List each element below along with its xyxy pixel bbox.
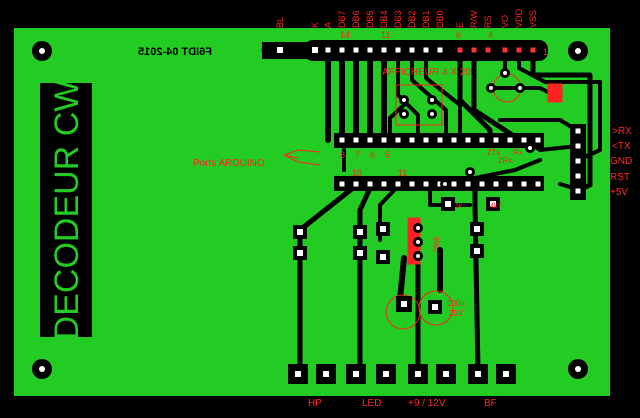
serial-label-gnd: GND: [610, 156, 633, 167]
board-title: DECODEUR CW: [48, 80, 86, 341]
cap-label-value: 100u: [447, 299, 465, 308]
lcd-pin-label: DB3: [393, 10, 403, 28]
serial-label-tx: <TX: [612, 141, 631, 152]
label-rx: Rx: [513, 148, 523, 157]
lcd-pin-label: DB5: [365, 10, 375, 28]
pin-label-4: 4: [488, 30, 493, 40]
bottom-label-hp: HP: [308, 398, 322, 409]
lcd-pin-label: VDD: [514, 8, 524, 28]
serial-pads: [574, 127, 582, 195]
lcd-pin-label: DB1: [421, 10, 431, 28]
label-1k: 1k: [455, 203, 463, 210]
header-pads: [337, 135, 543, 189]
lcd-pin-label: DB6: [351, 10, 361, 28]
regulator-label: 7805: [434, 236, 441, 252]
label-4k7: 4k7: [490, 203, 501, 210]
lcd-pin-label: DB7: [337, 10, 347, 28]
serial-label-rst: RST: [610, 172, 630, 183]
display-label: AFFICHEUR 4 X 20: [382, 67, 471, 78]
label-2tx: 2Tx: [487, 148, 500, 157]
lcd-pads: [276, 45, 538, 55]
pin-label-11: 11: [381, 30, 390, 40]
arduino-pin-11: 11: [398, 168, 407, 178]
bottom-connector-pads: [288, 364, 516, 384]
arduino-pin-6: 6: [370, 150, 375, 160]
bottom-label-led: LED: [362, 398, 382, 409]
lcd-pin-label: A: [323, 22, 333, 28]
mounting-holes: [32, 41, 588, 379]
arduino-ports-label: Ports ARDUINO: [193, 158, 265, 169]
lcd-pin-label: E: [455, 22, 465, 28]
lcd-pin-label: DB2: [407, 10, 417, 28]
lcd-pin-label: VSS: [528, 10, 538, 28]
arduino-pin-8: 8: [340, 150, 345, 160]
lcd-pin-label: RS: [483, 15, 493, 28]
pin-label-14: 14: [340, 30, 350, 40]
cap-label-voltage: 25V: [449, 309, 464, 318]
bottom-label-bf: BF: [484, 398, 497, 409]
serial-label-rx: >RX: [612, 126, 632, 137]
arduino-pin-7: 7: [355, 150, 360, 160]
lcd-pin-label: R/W: [469, 10, 479, 28]
pin-label-1: 1: [543, 47, 548, 57]
pin-label-6: 6: [456, 30, 461, 40]
lcd-pin-label: K: [310, 22, 320, 28]
lcd-pin-label: VO: [500, 15, 510, 28]
label-2rx: 2Rx: [498, 156, 512, 165]
serial-label-5v: +5V: [610, 187, 629, 198]
title-block: [40, 83, 92, 337]
lcd-pin-label: BL: [275, 17, 285, 28]
arduino-pin-10: 10: [352, 168, 362, 178]
mirror-signature: F6IDT 04-2015: [138, 46, 212, 58]
lcd-pin-label: DB0: [435, 10, 445, 28]
arduino-pin-5: 5: [385, 150, 390, 160]
lcd-pin-label: DB4: [379, 10, 389, 28]
component-pads: [293, 68, 535, 314]
bottom-label-power: +9 / 12V: [408, 398, 446, 409]
